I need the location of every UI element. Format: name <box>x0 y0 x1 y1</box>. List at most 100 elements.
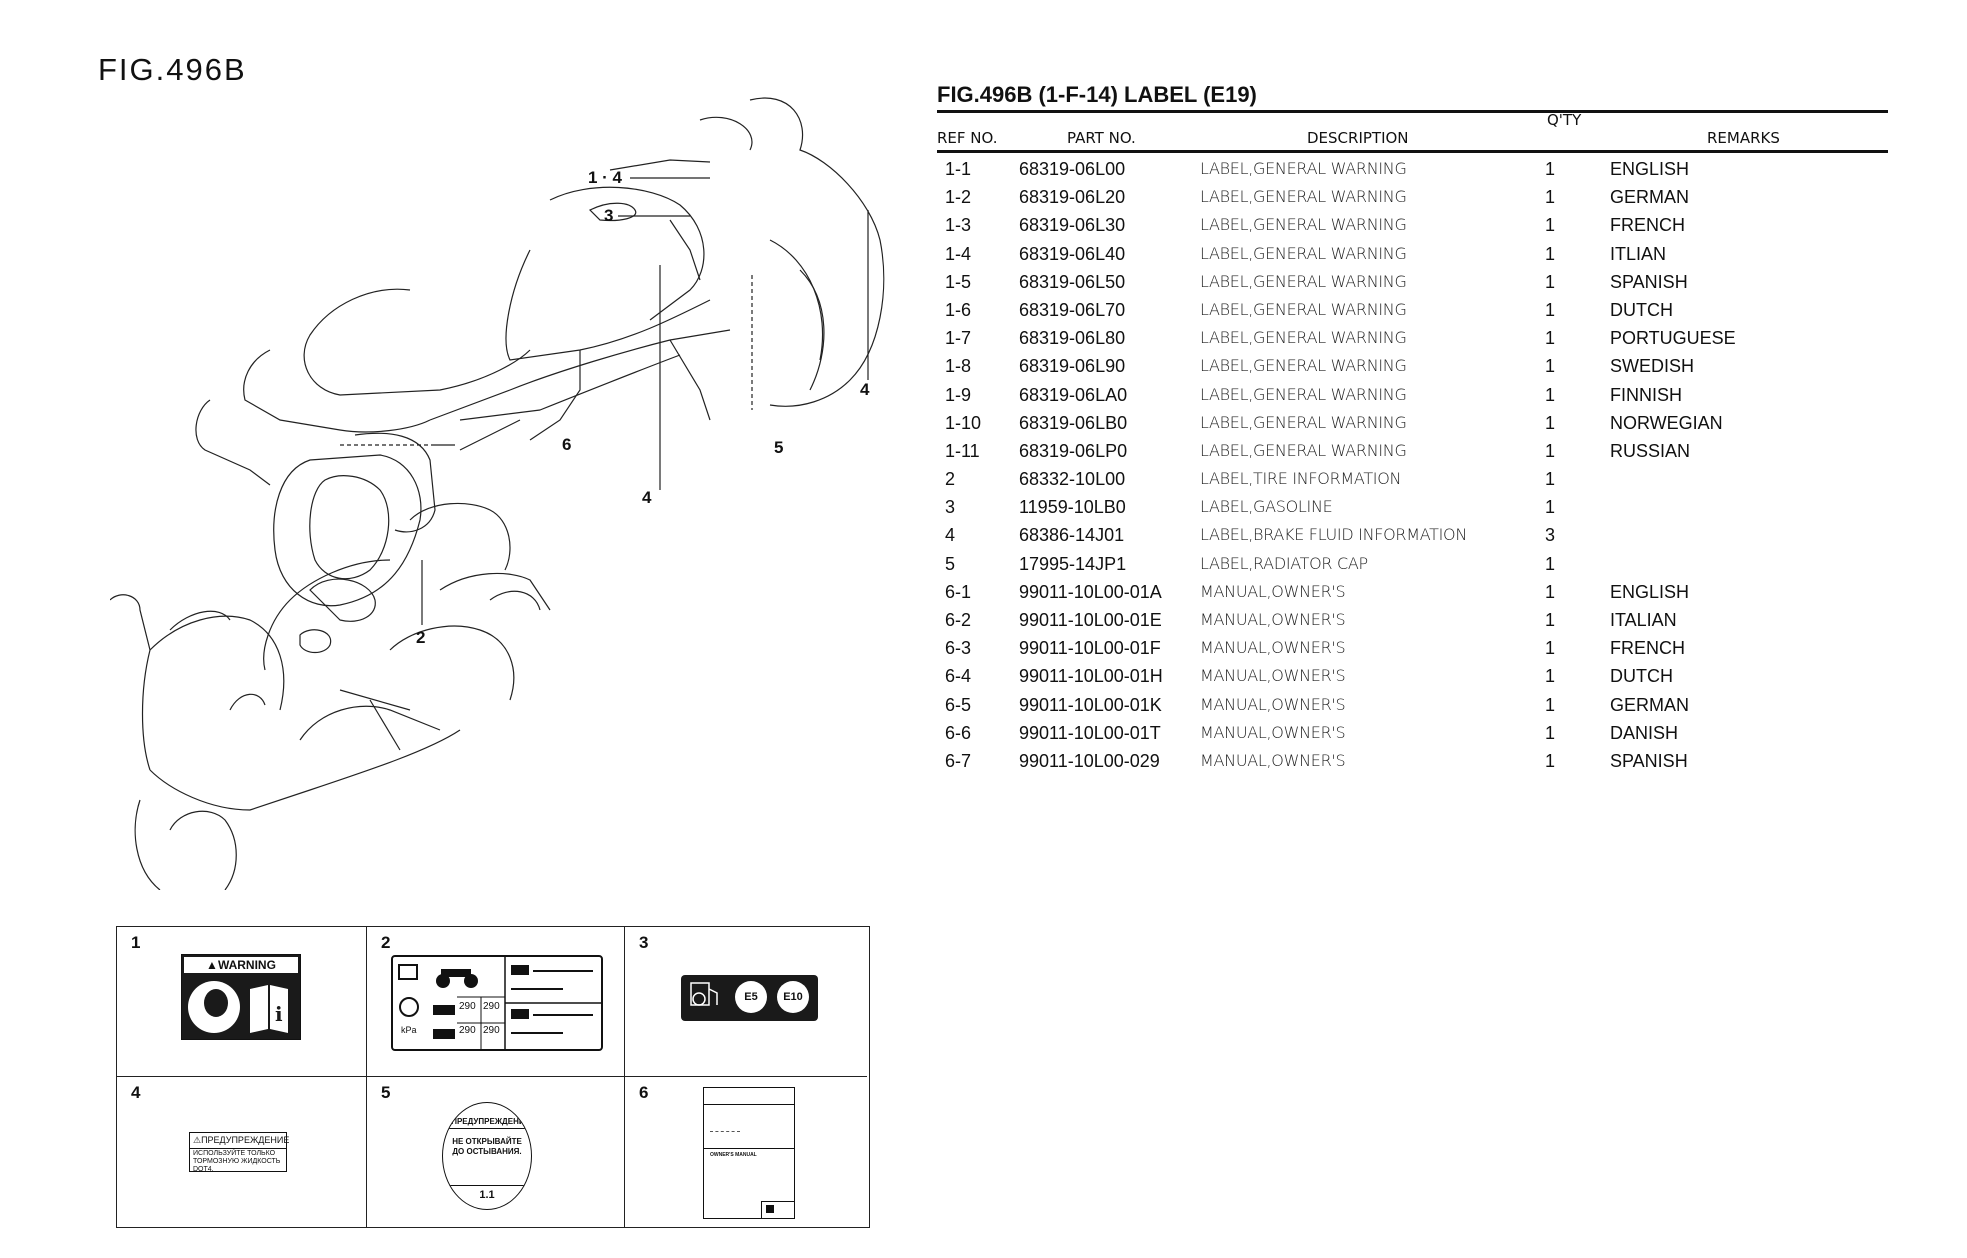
header-ref-no: REF NO. <box>937 129 998 147</box>
description-cell: MANUAL,OWNER'S <box>1200 638 1346 658</box>
ref-no-cell: 1-9 <box>945 384 972 405</box>
description-cell: MANUAL,OWNER'S <box>1200 750 1346 770</box>
figure-label: FIG.496B <box>98 52 247 87</box>
label-illustrations: 1 ▲WARNING i 2 <box>116 926 870 1228</box>
header-bottom-rule <box>937 150 1888 153</box>
part-no-cell: 68319-06L50 <box>1019 271 1126 292</box>
panel-number: 2 <box>381 933 391 952</box>
brake-text-line-1: ИСПОЛЬЗУЙТЕ ТОЛЬКО <box>193 1150 276 1157</box>
qty-cell: 1 <box>1545 215 1556 236</box>
manual-line <box>710 1131 740 1132</box>
ref-no-cell: 1-11 <box>945 440 980 461</box>
panel-number: 6 <box>639 1083 649 1102</box>
part-no-cell: 68386-14J01 <box>1019 525 1125 546</box>
fuel-pump-icon <box>690 982 718 1006</box>
qty-cell: 1 <box>1545 553 1556 574</box>
ref-no-cell: 6-2 <box>945 610 972 630</box>
motorcycle-line-art <box>109 97 885 891</box>
callout-4-bottom: 4 <box>642 488 652 507</box>
tire-pressure-1: 290 <box>459 1001 476 1012</box>
motorcycle-diagram: 1 · 4 3 4 5 4 6 2 <box>109 90 890 891</box>
table-row: 1-5 68319-06L50 LABEL,GENERAL WARNING 1 SPAN… <box>937 267 1888 295</box>
remarks-cell: ITALIAN <box>1610 610 1677 630</box>
panel-2: 2 290 290 <box>367 927 625 1077</box>
qty-cell: 1 <box>1545 356 1556 377</box>
part-no-cell: 68319-06L00 <box>1019 159 1126 179</box>
qty-cell: 1 <box>1545 469 1556 490</box>
table-header: REF NO. PART NO. DESCRIPTION Q'TY REMARK… <box>937 111 1888 150</box>
ref-no-cell: 1-6 <box>945 299 972 320</box>
helmet-book-icon: i <box>188 981 288 1033</box>
ref-no-cell: 5 <box>945 553 956 574</box>
qty-cell: 1 <box>1545 666 1556 687</box>
remarks-cell: ENGLISH <box>1610 159 1690 179</box>
manual-logo-icon <box>766 1205 774 1213</box>
manual-header-band <box>704 1088 794 1105</box>
part-no-cell: 68319-06L90 <box>1019 356 1126 377</box>
radiator-heading-text: ПРЕДУПРЕЖДЕНИЕ <box>451 1117 530 1126</box>
warning-label-header: ▲WARNING <box>184 957 298 973</box>
qty-cell: 1 <box>1545 243 1556 264</box>
part-no-cell: 99011-10L00-01A <box>1019 581 1162 602</box>
description-cell: LABEL,RADIATOR CAP <box>1200 553 1368 573</box>
description-cell: LABEL,GENERAL WARNING <box>1200 384 1407 404</box>
qty-cell: 1 <box>1545 412 1556 433</box>
part-no-cell: 99011-10L00-01E <box>1019 610 1162 630</box>
description-cell: LABEL,GENERAL WARNING <box>1200 271 1407 291</box>
qty-cell: 1 <box>1545 610 1556 630</box>
ref-no-cell: 6-7 <box>945 750 972 771</box>
callout-6: 6 <box>562 435 572 454</box>
tire-pressure-3: 290 <box>459 1025 476 1036</box>
remarks-cell: SPANISH <box>1610 271 1688 292</box>
brake-label-heading: ⚠ПРЕДУПРЕЖДЕНИЕ <box>190 1133 289 1149</box>
header-remarks: REMARKS <box>1707 129 1780 147</box>
remarks-cell: PORTUGUESE <box>1610 328 1736 349</box>
radiator-pressure: 1.1 <box>443 1185 531 1209</box>
description-cell: LABEL,GENERAL WARNING <box>1200 412 1407 432</box>
part-no-cell: 68319-06L40 <box>1019 243 1126 264</box>
remarks-cell: SPANISH <box>1610 750 1688 771</box>
panel-number: 3 <box>639 933 649 952</box>
ref-no-cell: 1-7 <box>945 328 972 349</box>
remarks-cell: GERMAN <box>1610 694 1690 715</box>
ref-no-cell: 1-5 <box>945 271 972 292</box>
tire-info-label: 290 290 290 290 kPa <box>391 955 603 1051</box>
warning-text: WARNING <box>217 958 276 972</box>
ref-no-cell: 2 <box>945 469 956 490</box>
part-no-cell: 68319-06LA0 <box>1019 384 1128 405</box>
callout-1-4: 1 · 4 <box>588 168 623 187</box>
tire-info-graphic <box>398 957 601 1049</box>
qty-cell: 1 <box>1545 694 1556 715</box>
qty-cell: 1 <box>1545 497 1556 518</box>
description-cell: LABEL,GENERAL WARNING <box>1200 328 1407 348</box>
remarks-cell: SWEDISH <box>1610 356 1695 377</box>
description-cell: LABEL,GENERAL WARNING <box>1200 440 1407 460</box>
panel-6: 6 OWNER'S MANUAL <box>625 1077 867 1227</box>
panel-3: 3 E5 E10 <box>625 927 867 1077</box>
part-no-cell: 68319-06L80 <box>1019 328 1126 349</box>
description-cell: MANUAL,OWNER'S <box>1200 666 1346 686</box>
table-row: 5 17995-14JP1 LABEL,RADIATOR CAP 1 <box>937 549 1888 577</box>
qty-cell: 1 <box>1545 271 1556 292</box>
remarks-cell: GERMAN <box>1610 187 1690 208</box>
remarks-cell: DUTCH <box>1610 666 1673 687</box>
remarks-cell: DANISH <box>1610 722 1679 743</box>
qty-cell: 1 <box>1545 299 1556 320</box>
part-no-cell: 17995-14JP1 <box>1019 553 1127 574</box>
description-cell: LABEL,GENERAL WARNING <box>1200 215 1407 235</box>
part-no-cell: 68319-06LB0 <box>1019 412 1128 433</box>
description-cell: LABEL,GENERAL WARNING <box>1200 299 1407 319</box>
